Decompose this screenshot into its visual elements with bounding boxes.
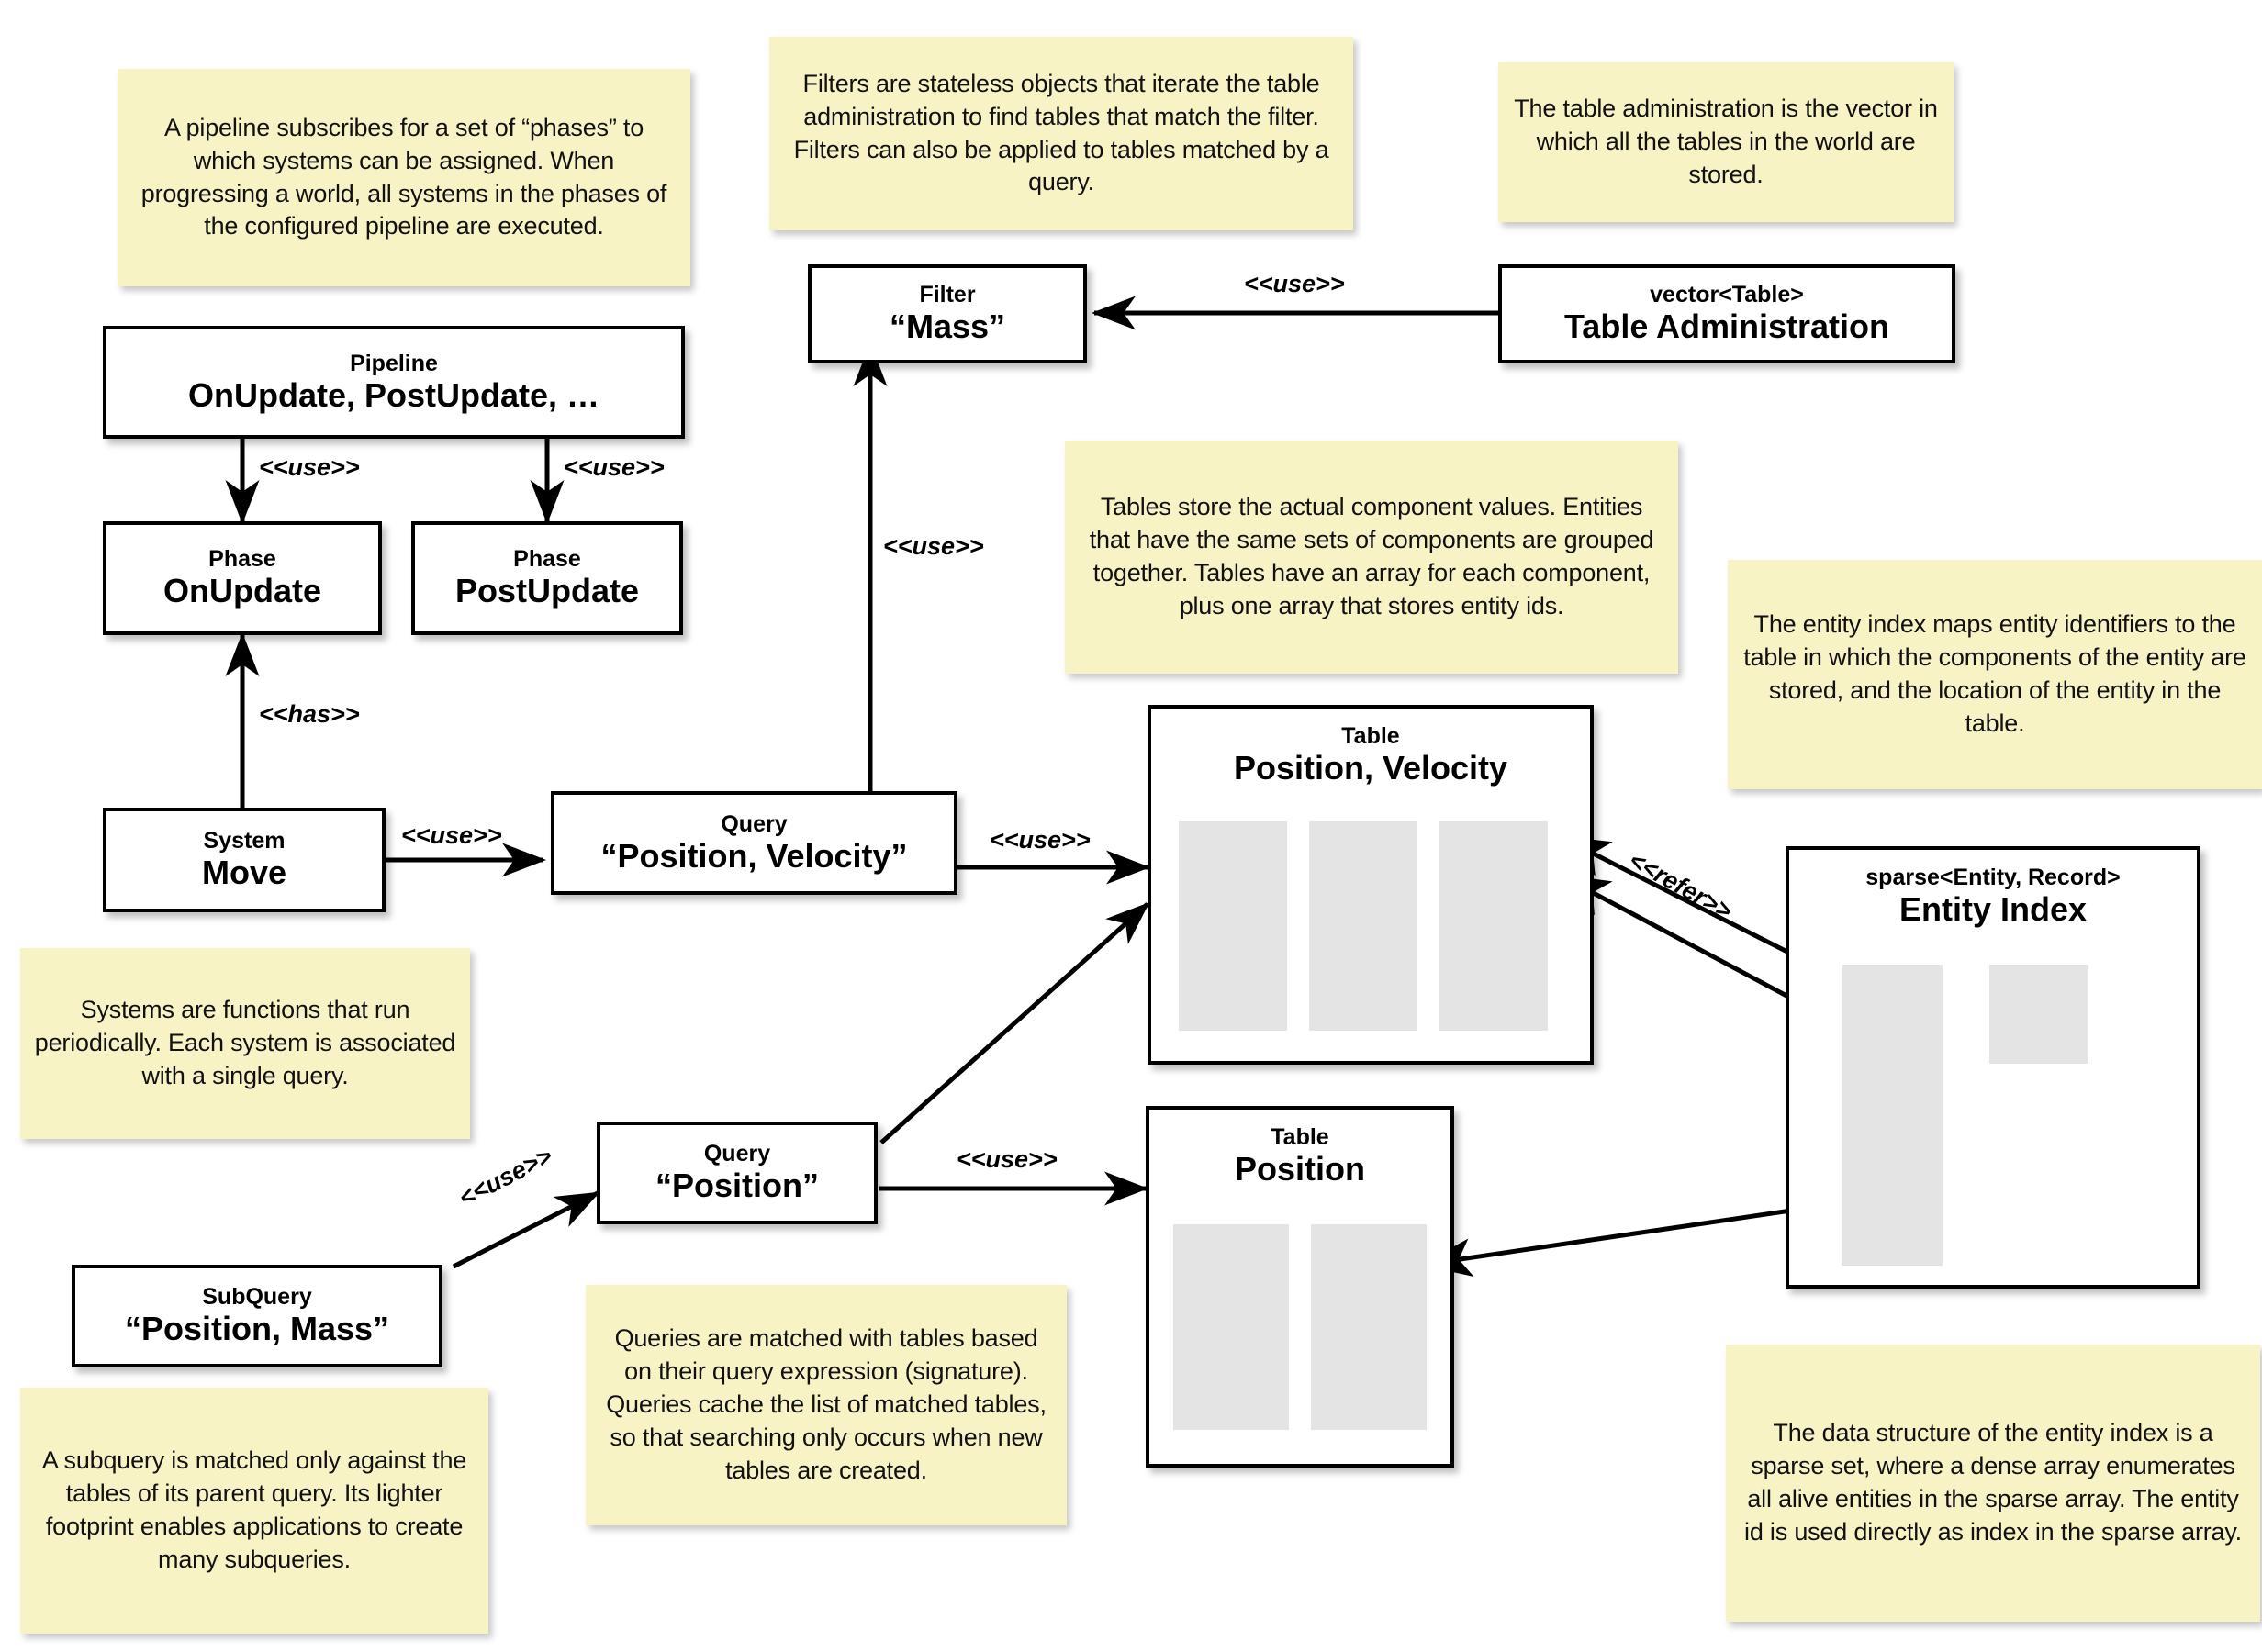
arrow-entityindex-to-table-pos	[1420, 1200, 1848, 1278]
edge-label-tableadmin-use-filter: <<use>>	[1244, 270, 1345, 297]
box-entity-index-stereotype: sparse<Entity, Record>	[1865, 865, 2121, 890]
box-table-position[interactable]: Table Position	[1146, 1106, 1454, 1468]
note-sparse-set: The data structure of the entity index i…	[1726, 1345, 2260, 1622]
edge-label-system-use-query: <<use>>	[401, 821, 502, 849]
box-query-position-velocity[interactable]: Query “Position, Velocity”	[551, 791, 957, 895]
box-entity-index[interactable]: sparse<Entity, Record> Entity Index	[1786, 846, 2200, 1289]
box-table-administration-name: Table Administration	[1563, 307, 1890, 346]
edge-label-query-use-table: <<use>>	[990, 826, 1091, 854]
box-pipeline-name: OnUpdate, PostUpdate, …	[187, 375, 600, 414]
box-query-position[interactable]: Query “Position”	[597, 1122, 878, 1224]
note-systems: Systems are functions that run periodica…	[20, 948, 470, 1139]
box-pipeline-stereotype: Pipeline	[350, 350, 438, 376]
box-query-position-velocity-name: “Position, Velocity”	[600, 836, 908, 875]
note-queries: Queries are matched with tables based on…	[586, 1285, 1067, 1525]
edge-label-system-has-phase: <<has>>	[259, 700, 360, 728]
box-phase-onupdate[interactable]: Phase OnUpdate	[103, 521, 382, 635]
box-filter-mass-stereotype: Filter	[919, 282, 976, 308]
box-pipeline[interactable]: Pipeline OnUpdate, PostUpdate, …	[103, 326, 685, 439]
note-entity-index: The entity index maps entity identifiers…	[1728, 560, 2262, 789]
box-subquery-position-mass-stereotype: SubQuery	[202, 1284, 312, 1311]
note-tables: Tables store the actual component values…	[1065, 441, 1678, 674]
box-table-position-velocity-stereotype: Table	[1341, 723, 1400, 749]
edge-label-pipeline-postupdate: <<use>>	[564, 453, 665, 481]
box-entity-index-name: Entity Index	[1898, 890, 2088, 928]
box-phase-postupdate-stereotype: Phase	[513, 546, 581, 573]
note-subquery: A subquery is matched only against the t…	[20, 1388, 488, 1634]
box-system-move-name: Move	[201, 854, 287, 892]
box-filter-mass[interactable]: Filter “Mass”	[808, 264, 1087, 363]
note-table-administration: The table administration is the vector i…	[1498, 62, 1954, 222]
entity-id-array-column	[1439, 821, 1548, 1031]
box-table-position-stereotype: Table	[1271, 1124, 1329, 1150]
box-table-position-name: Position	[1235, 1150, 1365, 1188]
component-array-column	[1309, 821, 1417, 1031]
edge-label-pipeline-onupdate: <<use>>	[259, 453, 360, 481]
box-query-position-velocity-stereotype: Query	[721, 810, 788, 837]
box-phase-onupdate-stereotype: Phase	[208, 546, 276, 573]
edge-label-subquery-use-query: <<use>>	[454, 1142, 557, 1212]
box-subquery-position-mass-name: “Position, Mass”	[124, 1310, 390, 1348]
component-array-column	[1173, 1224, 1289, 1430]
box-system-move-stereotype: System	[203, 828, 286, 854]
edge-label-entityindex-refer: <<refer>>	[1624, 846, 1737, 925]
component-array-column	[1179, 821, 1287, 1031]
table-position-velocity-arrays	[1179, 821, 1548, 1031]
entity-id-array-column	[1311, 1224, 1427, 1430]
box-table-administration-stereotype: vector<Table>	[1650, 282, 1804, 308]
box-table-position-velocity-name: Position, Velocity	[1233, 749, 1508, 787]
box-subquery-position-mass[interactable]: SubQuery “Position, Mass”	[72, 1265, 442, 1367]
note-filter: Filters are stateless objects that itera…	[769, 37, 1353, 230]
box-phase-postupdate-name: PostUpdate	[454, 572, 640, 610]
table-position-arrays	[1173, 1224, 1427, 1430]
entity-index-sparse-array	[1842, 965, 1943, 1266]
edge-label-querypos-use-table: <<use>>	[957, 1145, 1058, 1173]
box-table-administration[interactable]: vector<Table> Table Administration	[1498, 264, 1955, 363]
edge-label-query-use-filter: <<use>>	[883, 532, 984, 560]
box-query-position-name: “Position”	[655, 1166, 819, 1205]
box-filter-mass-name: “Mass”	[889, 307, 1006, 346]
box-phase-postupdate[interactable]: Phase PostUpdate	[411, 521, 683, 635]
note-pipeline: A pipeline subscribes for a set of “phas…	[118, 69, 690, 286]
box-query-position-stereotype: Query	[703, 1141, 771, 1167]
entity-index-dense-array	[1989, 965, 2088, 1064]
box-table-position-velocity[interactable]: Table Position, Velocity	[1148, 705, 1594, 1065]
box-system-move[interactable]: System Move	[103, 808, 386, 912]
box-phase-onupdate-name: OnUpdate	[162, 572, 321, 610]
arrow-querypos-to-table-posvel	[879, 901, 1150, 1144]
